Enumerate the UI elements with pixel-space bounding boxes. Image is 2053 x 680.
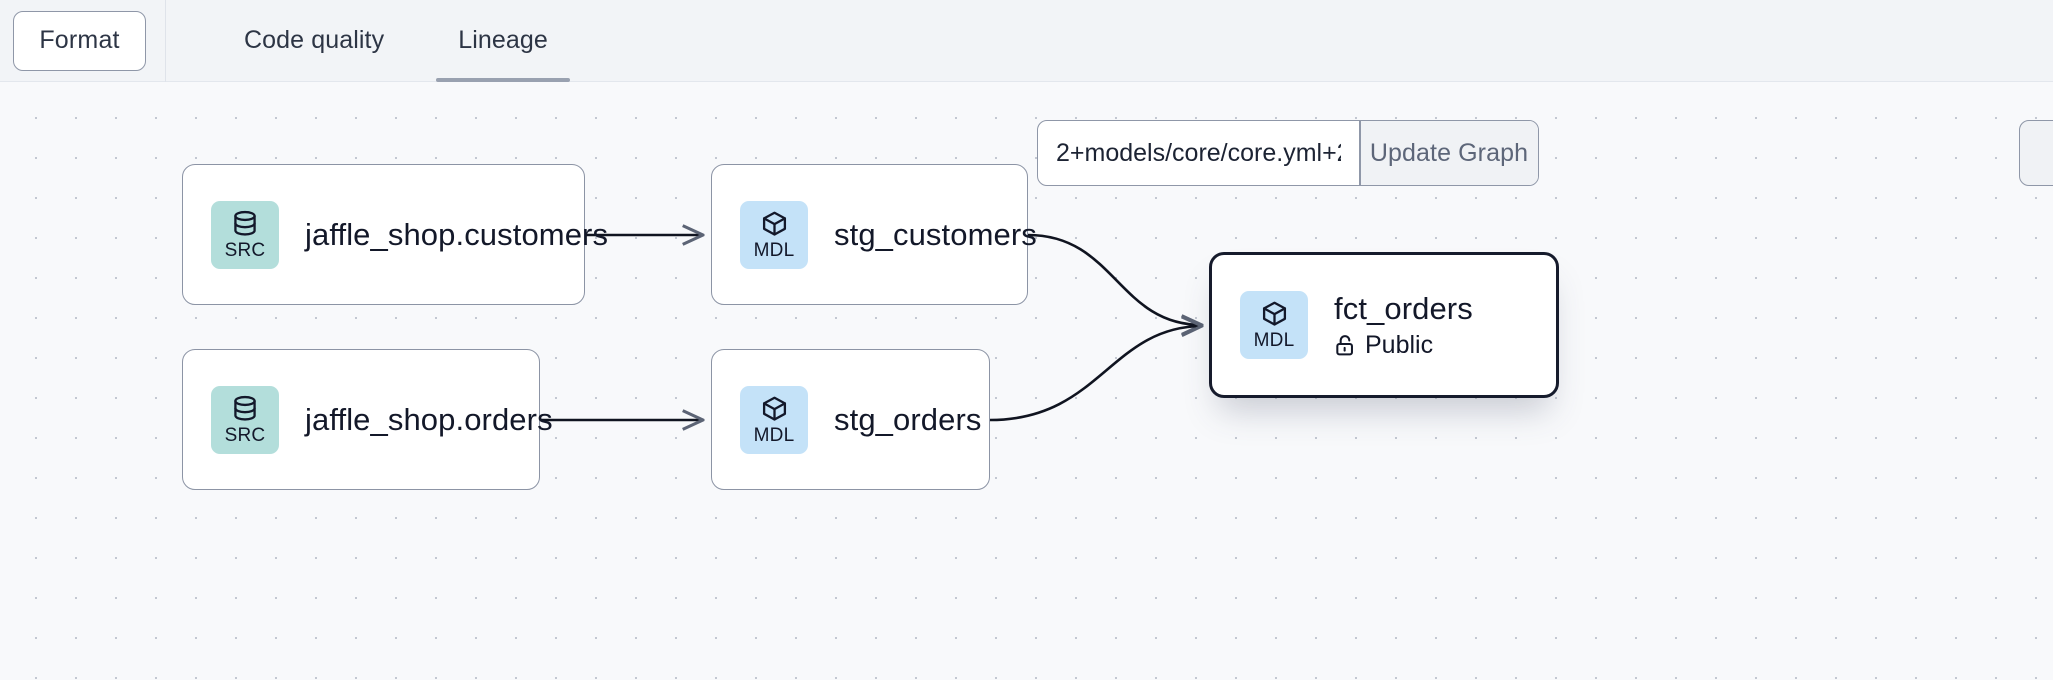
lineage-node-stg-orders[interactable]: MDL stg_orders xyxy=(711,349,990,490)
node-visibility: Public xyxy=(1334,331,1473,360)
top-toolbar: Format Code quality Lineage xyxy=(0,0,2053,82)
lineage-canvas[interactable]: SRC jaffle_shop.customers MDL stg_custom… xyxy=(0,82,2053,680)
unlock-icon xyxy=(1334,333,1356,357)
badge-mdl: MDL xyxy=(740,385,808,454)
node-title: stg_orders xyxy=(834,401,982,437)
edge-stg-customers-fct-orders xyxy=(1027,233,1202,325)
graph-selector-input[interactable] xyxy=(1038,121,1359,185)
edge-stg-orders-fct-orders xyxy=(989,326,1202,422)
cube-icon xyxy=(760,210,789,240)
badge-label: MDL xyxy=(1253,330,1295,351)
badge-src: SRC xyxy=(211,385,279,454)
toolbar-divider xyxy=(165,0,166,82)
badge-label: SRC xyxy=(224,424,266,446)
lineage-node-fct-orders[interactable]: MDL fct_orders Public xyxy=(1209,252,1559,398)
database-icon xyxy=(231,210,259,240)
badge-mdl: MDL xyxy=(1240,291,1308,359)
node-title: stg_customers xyxy=(834,216,1037,252)
database-icon xyxy=(231,395,259,425)
node-text: stg_orders xyxy=(834,402,981,438)
badge-src: SRC xyxy=(211,200,279,269)
cube-icon xyxy=(760,395,789,425)
node-text: stg_customers xyxy=(834,217,1037,253)
node-title: jaffle_shop.customers xyxy=(305,216,609,252)
node-title: jaffle_shop.orders xyxy=(305,401,553,437)
node-text: fct_orders Public xyxy=(1334,291,1473,360)
badge-label: MDL xyxy=(753,424,795,446)
cube-icon xyxy=(1260,300,1289,330)
offscreen-control[interactable] xyxy=(2019,120,2053,186)
node-title: fct_orders xyxy=(1334,290,1473,326)
badge-label: SRC xyxy=(224,239,266,261)
lineage-edges xyxy=(540,82,2053,680)
lineage-node-stg-customers[interactable]: MDL stg_customers xyxy=(711,164,1037,305)
node-visibility-label: Public xyxy=(1365,330,1434,359)
node-text: jaffle_shop.customers xyxy=(305,217,608,253)
tab-code-quality[interactable]: Code quality xyxy=(244,26,385,54)
lineage-node-jaffle-shop-customers[interactable]: SRC jaffle_shop.customers xyxy=(182,164,608,305)
format-button[interactable]: Format xyxy=(13,10,146,71)
tab-bar: Code quality Lineage xyxy=(222,0,570,82)
tab-lineage[interactable]: Lineage xyxy=(436,0,570,82)
lineage-node-jaffle-shop-orders[interactable]: SRC jaffle_shop.orders xyxy=(182,349,553,490)
update-graph-button[interactable]: Update Graph xyxy=(1360,121,1538,185)
control-divider xyxy=(1359,121,1361,185)
badge-mdl: MDL xyxy=(740,200,808,269)
badge-label: MDL xyxy=(753,239,795,261)
graph-selector-control: Update Graph xyxy=(1037,120,1539,186)
node-text: jaffle_shop.orders xyxy=(305,402,553,438)
